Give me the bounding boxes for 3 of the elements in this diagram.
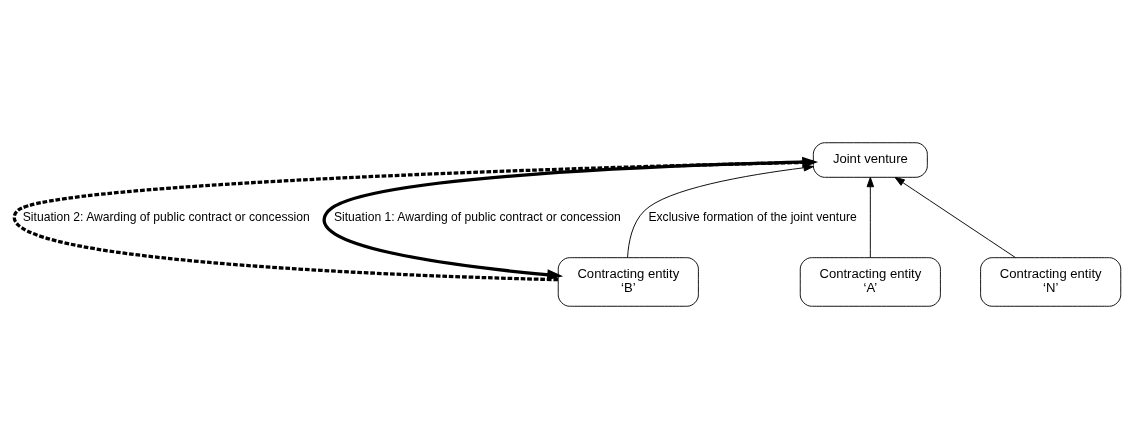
edge-label: Situation 2: Awarding of public contract or concession <box>22 209 310 224</box>
edge-label: Exclusive formation of the joint venture <box>648 209 857 224</box>
edge-label: Situation 1: Awarding of public contract or concession <box>333 209 621 224</box>
